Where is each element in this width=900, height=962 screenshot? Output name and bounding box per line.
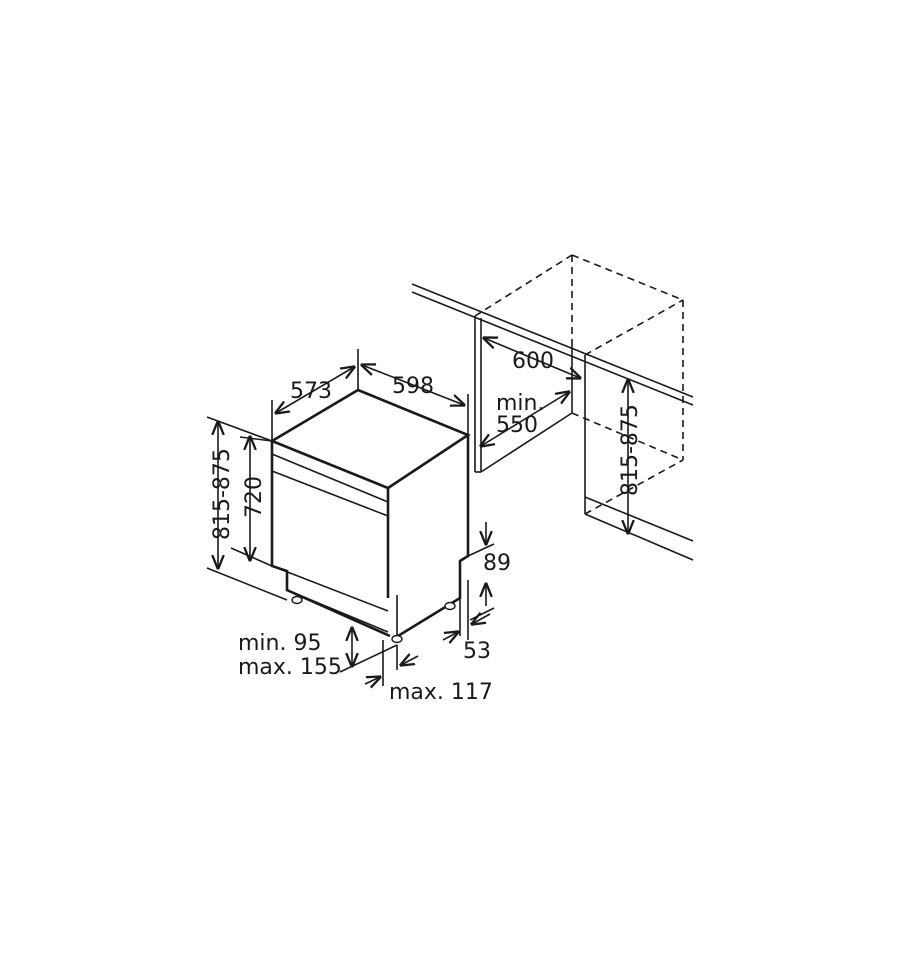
kitchen-niche bbox=[411, 254, 694, 561]
foot-height-max-label: max. 155 bbox=[238, 655, 342, 680]
plinth-offset-label: 89 bbox=[483, 551, 511, 576]
height-body-label: 720 bbox=[242, 476, 267, 518]
foot-icon bbox=[444, 601, 456, 611]
width-label: 598 bbox=[392, 374, 434, 399]
height-range-right-label: 815-875 bbox=[618, 404, 643, 496]
foot-icon bbox=[291, 595, 303, 605]
niche-depth-min-label: min. bbox=[496, 391, 544, 416]
adjustable-feet bbox=[291, 595, 456, 644]
foot-icon bbox=[391, 634, 403, 644]
dimension-lines bbox=[206, 338, 628, 686]
niche-depth-value-label: 550 bbox=[496, 413, 538, 438]
height-range-left-label: 815-875 bbox=[210, 448, 235, 540]
plinth-recess-label: 53 bbox=[463, 639, 491, 664]
dishwasher-body bbox=[269, 388, 471, 638]
niche-width-label: 600 bbox=[512, 349, 554, 374]
depth-label: 573 bbox=[290, 379, 332, 404]
foot-height-min-label: min. 95 bbox=[238, 631, 321, 656]
foot-depth-max-label: max. 117 bbox=[389, 680, 493, 705]
